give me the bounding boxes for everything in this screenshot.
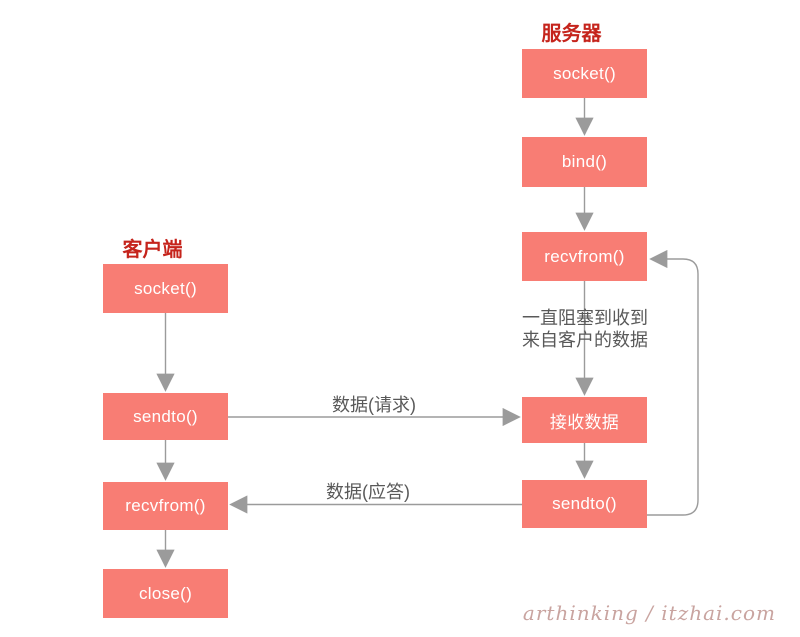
node-server-sendto: sendto() — [522, 480, 647, 528]
node-client-recvfrom: recvfrom() — [103, 482, 228, 530]
node-server-socket: socket() — [522, 49, 647, 98]
watermark: arthinking / itzhai.com — [522, 601, 776, 625]
blocking-note-line1: 一直阻塞到收到 — [522, 308, 648, 328]
node-server-bind: bind() — [522, 137, 647, 187]
blocking-note-line2: 来自客户的数据 — [522, 330, 648, 350]
reply-edge-label: 数据(应答) — [326, 482, 410, 502]
node-client-close: close() — [103, 569, 228, 618]
edge-server-loop — [647, 249, 699, 516]
node-client-socket: socket() — [103, 264, 228, 313]
request-edge-label: 数据(请求) — [332, 395, 416, 415]
node-server-recvfrom: recvfrom() — [522, 232, 647, 281]
node-server-receive-data: 接收数据 — [522, 397, 647, 443]
server-column-title: 服务器 — [541, 23, 602, 45]
client-column-title: 客户端 — [122, 239, 183, 261]
node-client-sendto: sendto() — [103, 393, 228, 440]
blocking-note: 一直阻塞到收到 来自客户的数据 — [505, 307, 665, 351]
